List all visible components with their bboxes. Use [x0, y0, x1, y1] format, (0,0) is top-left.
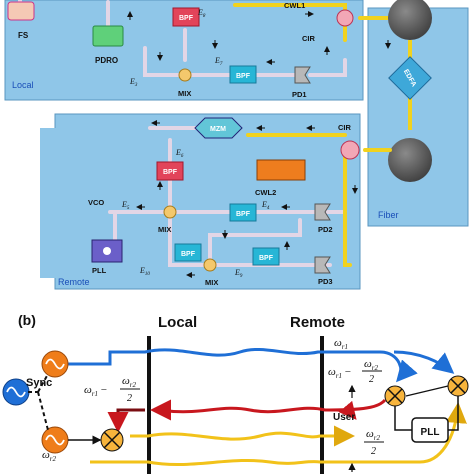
pll-component: PLL: [91, 239, 123, 275]
yellow-return-path: [90, 402, 467, 467]
bpf-local-2-label: BPF: [236, 73, 251, 80]
svg-text:ωr1−: ωr1−: [328, 366, 351, 380]
fiber-board: [367, 7, 469, 227]
svg-text:2: 2: [369, 374, 374, 385]
oscillator-r1: [41, 350, 69, 378]
pll-box-label: PLL: [421, 427, 440, 438]
pd1-component: PD1: [292, 66, 311, 99]
svg-text:ωr2: ωr2: [366, 428, 381, 442]
pll-label: PLL: [92, 266, 107, 275]
remote-flow-arrows: [136, 120, 358, 278]
panel-b-tag: (b): [18, 312, 36, 328]
reference-oscillator: [2, 378, 30, 406]
blue-signal-branch: [393, 350, 455, 374]
bpf-remote-2-label: BPF: [236, 211, 251, 218]
pdro-component: PDRO: [92, 25, 124, 65]
sync-links: [28, 373, 49, 431]
mix-remote-2-label: MIX: [205, 278, 218, 287]
panel-b-local-title: Local: [158, 314, 197, 331]
remote-boundary-bar: [320, 336, 324, 474]
mzm-component: MZM: [194, 117, 243, 139]
cwl2-label: CWL2: [255, 188, 276, 197]
cir-local-label: CIR: [302, 34, 316, 43]
svg-text:2: 2: [127, 393, 132, 404]
cir-remote-label: CIR: [338, 123, 352, 132]
bpf-remote-2: BPF: [229, 203, 257, 222]
remote-half-r2-expression: ωr2 2: [364, 428, 384, 457]
pll-loop: [394, 396, 459, 431]
bpf-remote-1-label: BPF: [163, 169, 178, 176]
remote-frequency-expression: ωr1− ωr2 2: [328, 358, 382, 385]
e5-label: E5: [121, 200, 130, 211]
fiber-spool-top: [388, 0, 432, 40]
local-mixer: [100, 428, 124, 452]
mixer-link: [405, 385, 449, 397]
e10-label: E10: [139, 266, 150, 277]
red-signal-path: [150, 398, 387, 421]
e3-label: E3: [129, 77, 138, 88]
pll-box: PLL: [411, 417, 449, 443]
pd2-label: PD2: [318, 225, 333, 234]
mix-local-label: MIX: [178, 89, 191, 98]
bpf-local-2: BPF: [229, 65, 257, 84]
mix-local: MIX: [178, 68, 192, 98]
blue-signal-path: [68, 348, 418, 383]
e6-label: E6: [175, 148, 184, 159]
cwl1-label: CWL1: [284, 1, 305, 10]
e7-label: E7: [214, 56, 223, 67]
e8-label: E8: [197, 8, 206, 19]
edfa-block: [388, 56, 432, 100]
red-to-user: [329, 400, 357, 420]
svg-text:ωr2: ωr2: [364, 358, 379, 372]
local-frequency-expression: ωr1− ωr2 2: [84, 375, 140, 404]
e9-label: E9: [234, 268, 243, 279]
bpf-local-1-label: BPF: [179, 15, 194, 22]
panel-b-remote-title: Remote: [290, 314, 345, 331]
omega-r2-label: ωr2: [42, 449, 57, 463]
fs-component: FS: [7, 1, 35, 40]
e4-label: E4: [261, 200, 270, 211]
svg-text:ωr2: ωr2: [122, 375, 137, 389]
local-boundary-bar: [147, 336, 151, 474]
svg-text:2: 2: [371, 446, 376, 457]
remote-board-extension: [40, 128, 60, 278]
local-region-label: Local: [12, 80, 34, 90]
cir-local: CIR: [302, 9, 354, 43]
bpf-remote-4-label: BPF: [259, 255, 274, 262]
fs-label: FS: [18, 31, 29, 40]
red-signal-into-mixer: [107, 408, 145, 433]
bpf-remote-4: BPF: [252, 247, 280, 266]
fiber-region-label: Fiber: [378, 210, 399, 220]
remote-mixer-2: [447, 375, 469, 397]
pd2-component: PD2: [314, 203, 333, 234]
bpf-remote-1: BPF: [156, 161, 184, 181]
vco-label: VCO: [88, 198, 104, 207]
remote-region-label: Remote: [58, 277, 90, 287]
bpf-remote-3: BPF: [174, 243, 202, 262]
cir-remote: CIR: [338, 123, 360, 160]
omega-r1-label: ωr1: [334, 337, 348, 351]
mix-remote-1: MIX: [158, 205, 177, 234]
bpf-remote-3-label: BPF: [181, 251, 196, 258]
mix-remote-1-label: MIX: [158, 225, 171, 234]
local-flow-arrows: [127, 11, 391, 65]
svg-text:ωr1−: ωr1−: [84, 384, 107, 398]
cwl2-component: CWL2: [255, 159, 306, 197]
pd3-component: PD3: [314, 256, 333, 286]
oscillator-r2: [41, 426, 69, 454]
bpf-local-1: BPF: [172, 7, 200, 27]
sync-label: Sync: [26, 377, 52, 389]
pdro-label: PDRO: [95, 56, 118, 65]
pd1-label: PD1: [292, 90, 307, 99]
yellow-signal-path: [130, 425, 355, 447]
user-label: User: [333, 412, 355, 423]
mix-remote-2: MIX: [203, 258, 218, 287]
remote-mixer-1: [384, 385, 406, 407]
pd3-label: PD3: [318, 277, 333, 286]
fiber-spool-bottom: [388, 138, 432, 182]
mzm-label: MZM: [210, 126, 226, 133]
